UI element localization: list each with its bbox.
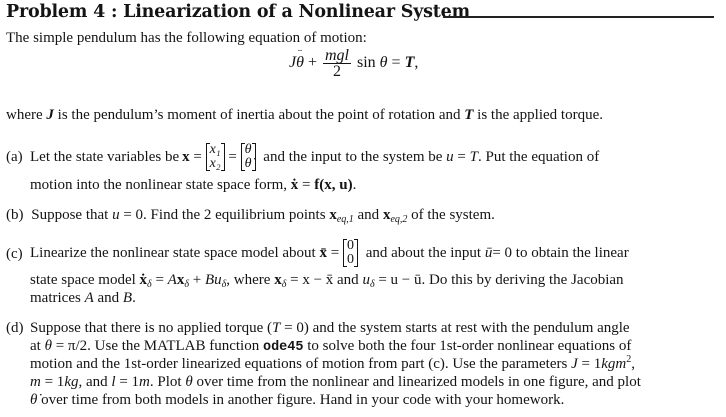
eq-theta: θ [379,54,388,72]
part-c-label: (c) [6,246,23,262]
part-b-label: (b) [6,207,24,223]
title-rule [443,16,714,18]
eq-T: T [404,54,415,72]
eq-plus: + [307,54,317,72]
part-d-line4: m = 1kg, and l = 1m. Plot θ over time fr… [30,374,641,390]
part-d-label: (d) [6,320,24,336]
part-a-label: (a) [6,149,23,165]
eq-theta-ddot: ¨θ [296,46,304,72]
where-text: where J is the pendulum’s moment of iner… [6,107,603,123]
eq-equals: = [391,54,401,72]
problem-title: Problem 4 : Linearization of a Nonlinear… [6,2,470,22]
part-d-line2: at θ = π/2. Use the MATLAB function ode4… [30,338,632,355]
part-d-line1: Suppose that there is no applied torque … [30,320,630,336]
eq-J: J [289,54,297,72]
eq-sin: sin [357,54,376,72]
ode45-code: ode45 [262,340,304,355]
part-d-line5: θ̇ over time from both models in another… [30,392,565,408]
part-c-line1: Linearize the nonlinear state space mode… [30,238,629,267]
part-a-line2: motion into the nonlinear state space fo… [30,177,357,193]
eq-comma: , [414,54,419,72]
part-b: (b) Suppose that u = 0. Find the 2 equil… [6,207,495,225]
part-d-line3: motion and the 1st-order linearized equa… [30,354,635,373]
intro-text: The simple pendulum has the following eq… [6,30,367,46]
part-c-line3: matrices A and B. [30,290,136,306]
part-c-line2: state space model ẋδ = Axδ + Buδ, where … [30,272,624,290]
